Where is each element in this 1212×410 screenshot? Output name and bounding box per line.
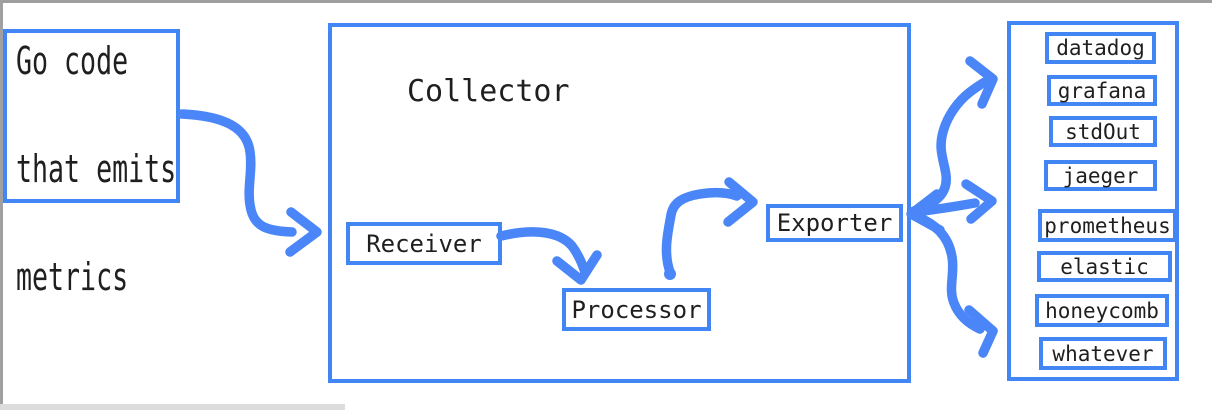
destination-label: honeycomb	[1045, 298, 1159, 323]
destination-label: prometheus	[1044, 213, 1171, 238]
destination-jaeger: jaeger	[1044, 160, 1157, 191]
destinations-box: datadog grafana stdOut jaeger prometheus…	[1007, 21, 1179, 381]
source-box: Go code that emits metrics	[3, 29, 180, 299]
arrowhead-top-branch-icon	[965, 56, 998, 109]
exporter-box: Exporter	[766, 204, 903, 242]
processor-label: Processor	[571, 295, 702, 324]
destination-label: jaeger	[1062, 163, 1139, 188]
source-line-3: metrics	[16, 255, 129, 299]
collector-box: Collector Receiver Processor Exporter	[328, 23, 911, 383]
processor-box: Processor	[562, 288, 711, 331]
arrow-source-to-collector	[177, 109, 297, 237]
exporter-label: Exporter	[776, 209, 893, 237]
source-box-text: Go code that emits metrics	[16, 34, 176, 304]
destination-label: whatever	[1052, 341, 1154, 366]
destination-elastic: elastic	[1037, 251, 1172, 282]
destination-stdout: stdOut	[1049, 116, 1157, 147]
canvas-left-edge	[0, 0, 3, 404]
arrowhead-source-to-collector-icon	[285, 207, 322, 257]
receiver-label: Receiver	[366, 229, 482, 258]
arrowhead-middle-branch-icon	[961, 179, 997, 224]
source-line-1: Go code	[16, 39, 129, 83]
collector-title: Collector	[407, 74, 570, 109]
arrow-exporter-to-middle-destinations	[911, 198, 980, 217]
destination-grafana: grafana	[1047, 75, 1157, 106]
source-line-2: that emits	[16, 147, 177, 191]
destination-label: grafana	[1057, 78, 1147, 103]
destination-honeycomb: honeycomb	[1035, 294, 1169, 327]
destination-label: stdOut	[1065, 119, 1141, 144]
canvas-top-edge	[0, 0, 1212, 3]
arrow-exporter-to-bottom-destinations	[910, 211, 985, 334]
destination-datadog: datadog	[1045, 32, 1156, 64]
arrowhead-junction-left-icon	[906, 189, 945, 235]
destination-whatever: whatever	[1039, 337, 1167, 370]
receiver-box: Receiver	[346, 222, 502, 265]
arrow-exporter-to-top-destinations	[909, 75, 994, 216]
destination-prometheus: prometheus	[1038, 209, 1177, 242]
destination-label: datadog	[1056, 36, 1145, 60]
destination-label: elastic	[1060, 254, 1149, 279]
horizontal-scrollbar-thumb[interactable]	[0, 404, 345, 410]
arrowhead-bottom-branch-icon	[964, 305, 998, 358]
